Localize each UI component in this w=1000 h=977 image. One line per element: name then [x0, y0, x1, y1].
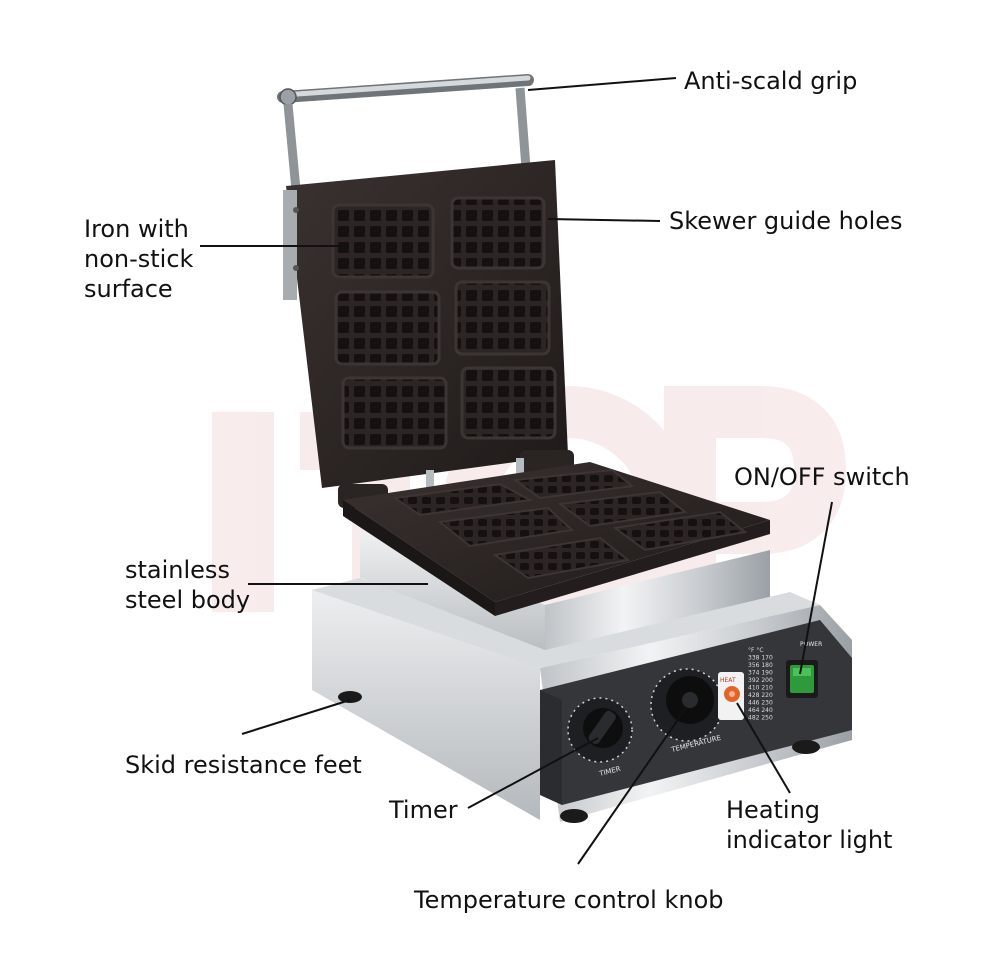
- timer-knob-icon: [567, 697, 633, 763]
- temperature-scale-row: 338 170: [748, 655, 773, 662]
- label-anti-scald-grip: Anti-scald grip: [684, 67, 858, 95]
- callout-lines: [200, 77, 833, 865]
- heat-light-icon: [718, 672, 744, 720]
- label-iron-non-stick: Iron with non-stick surface: [84, 215, 194, 303]
- label-heating-light: Heating indicator light: [726, 796, 893, 854]
- label-timer: Timer: [389, 796, 458, 824]
- temperature-scale-row: 446 230: [748, 700, 773, 707]
- temperature-scale-row: 464 240: [748, 707, 773, 714]
- temperature-scale-row: 356 180: [748, 662, 773, 669]
- power-switch-icon: [786, 660, 818, 698]
- bottom-plate: [343, 462, 770, 616]
- temperature-scale-row: 392 200: [748, 677, 773, 684]
- stainless-body: [360, 530, 770, 662]
- lid: [283, 160, 568, 488]
- heat-panel-label: HEAT: [720, 677, 736, 684]
- temperature-scale-row: 374 190: [748, 670, 773, 677]
- temperature-knob-icon: [650, 668, 724, 742]
- skid-resistance-feet: [338, 691, 820, 823]
- waffle-plate-icon: [331, 196, 557, 450]
- label-on-off-switch: ON/OFF switch: [734, 463, 910, 491]
- label-skewer-guide-holes: Skewer guide holes: [669, 207, 903, 235]
- power-panel-label: POWER: [800, 641, 822, 648]
- temperature-scale-row: °F °C: [748, 647, 764, 654]
- temperature-scale-row: 428 220: [748, 692, 773, 699]
- label-stainless-body: stainless steel body: [125, 556, 251, 614]
- temperature-scale-row: 410 210: [748, 685, 773, 692]
- temperature-scale-row: 482 250: [748, 715, 773, 722]
- label-skid-feet: Skid resistance feet: [125, 751, 362, 779]
- label-temp-knob: Temperature control knob: [414, 886, 724, 914]
- anti-scald-grip: [277, 74, 534, 191]
